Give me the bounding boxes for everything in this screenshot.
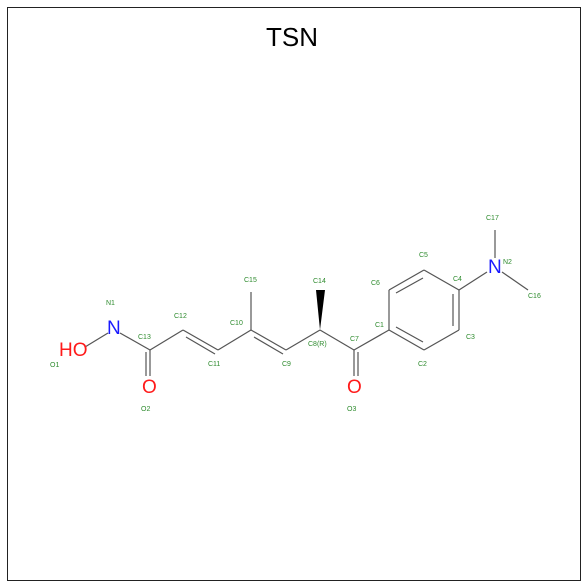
bond-c12-c11-double <box>185 336 216 355</box>
wedge-bond-c8-c14 <box>316 290 325 330</box>
bond-c12-c11 <box>182 329 219 351</box>
bond-n2-c16 <box>501 271 529 291</box>
atom-label-c8: C8(R) <box>308 341 327 348</box>
diagram-title: TSN <box>266 22 318 52</box>
atom-label-c13: C13 <box>138 334 151 341</box>
bond-c5-c4 <box>423 269 460 291</box>
bond-c10-c9 <box>250 329 287 351</box>
atom-label-c3: C3 <box>466 334 475 341</box>
atom-label-c2: C2 <box>418 361 427 368</box>
amide-nitrogen-label: N <box>107 318 121 339</box>
atom-label-o3: O3 <box>347 406 356 413</box>
amine-nitrogen-label: N <box>488 257 502 278</box>
atom-labels: O1 N1 C13 O2 C12 C11 C10 C15 C9 C14 C8(R… <box>50 215 541 413</box>
atom-label-c1: C1 <box>375 322 384 329</box>
bond-c2-c1 <box>388 329 425 351</box>
bond-c4-n2 <box>458 271 488 291</box>
bond-c7-c1 <box>353 329 390 351</box>
atom-label-c15: C15 <box>244 277 257 284</box>
bond-c13-c12 <box>149 329 184 351</box>
atom-label-c6: C6 <box>371 280 380 287</box>
atom-label-c4: C4 <box>453 276 462 283</box>
bond-n-c13 <box>119 332 151 351</box>
bond-c6-c5-double <box>395 277 424 294</box>
atom-label-c9: C9 <box>282 361 291 368</box>
ketone-oxygen-label: O <box>347 377 362 398</box>
bond-lines <box>84 230 529 376</box>
atom-label-c14: C14 <box>313 278 326 285</box>
diagram-frame <box>7 7 581 581</box>
bond-c2-c1-double <box>395 326 424 343</box>
atom-label-c5: C5 <box>419 252 428 259</box>
atom-label-c7: C7 <box>350 336 359 343</box>
atom-label-n2: N2 <box>503 259 512 266</box>
bond-c9-c8 <box>285 329 321 351</box>
bond-c10-c9-double <box>253 336 284 355</box>
bond-c3-c2 <box>423 329 460 351</box>
atom-label-o2: O2 <box>141 406 150 413</box>
atom-label-c17: C17 <box>486 215 499 222</box>
atom-label-c10: C10 <box>230 320 243 327</box>
atom-label-n1: N1 <box>106 300 115 307</box>
hydroxyl-label: HO <box>59 340 88 361</box>
atom-label-c12: C12 <box>174 313 187 320</box>
amide-oxygen-label: O <box>142 377 157 398</box>
bond-c6-c5 <box>388 269 425 291</box>
bond-c11-c10 <box>217 329 252 351</box>
bond-o-n <box>84 332 109 348</box>
atom-label-c16: C16 <box>528 293 541 300</box>
atom-label-c11: C11 <box>208 361 220 368</box>
atom-label-o1: O1 <box>50 362 59 369</box>
bond-c8-c7 <box>319 329 355 351</box>
